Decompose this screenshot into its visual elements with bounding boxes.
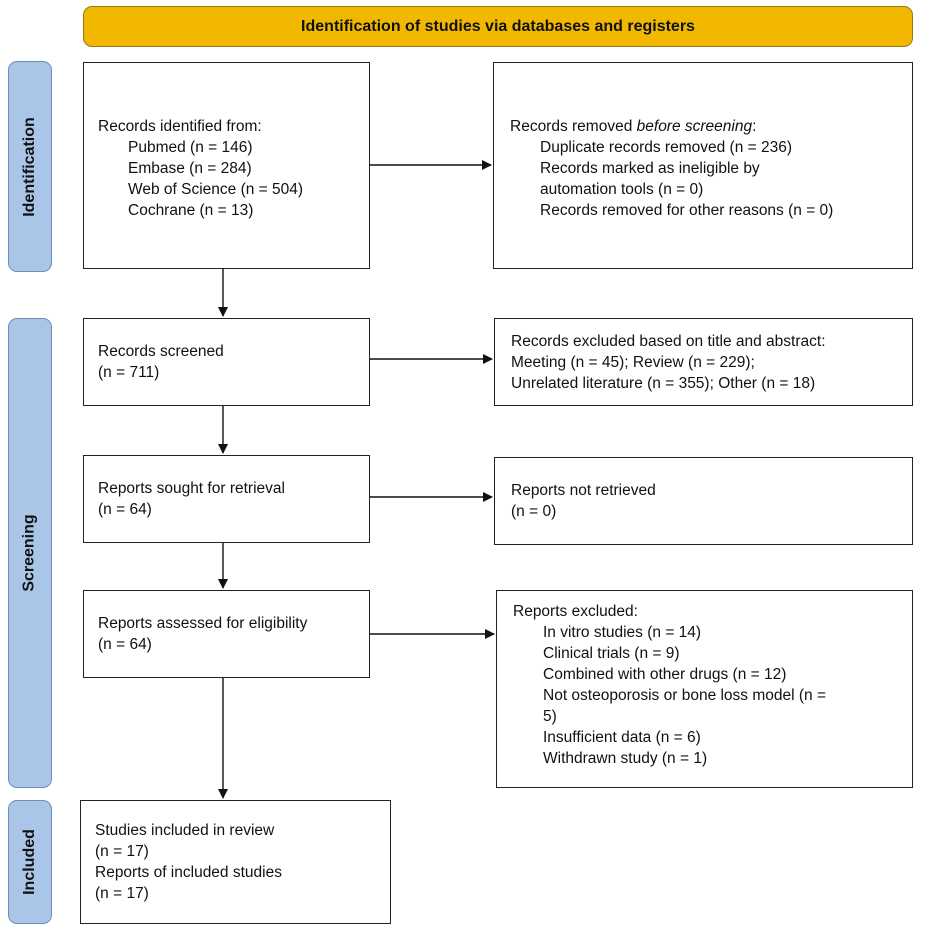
- stage-included-label: Included: [21, 829, 38, 895]
- records-identified-box: Records identified from: Pubmed (n = 146…: [83, 62, 370, 269]
- records-removed-heading: Records removed before screening:: [510, 116, 912, 137]
- studies-included-count: (n = 17): [95, 843, 149, 860]
- reports-included-count: (n = 17): [95, 885, 149, 902]
- header-title: Identification of studies via databases …: [301, 17, 695, 35]
- reports-sought-box: Reports sought for retrieval (n = 64): [83, 455, 370, 543]
- records-excluded-line2: Meeting (n = 45); Review (n = 229);: [511, 354, 755, 371]
- records-excluded-line3: Unrelated literature (n = 355); Other (n…: [511, 375, 816, 392]
- header-banner: Identification of studies via databases …: [83, 6, 913, 47]
- reports-not-retrieved-box: Reports not retrieved (n = 0): [494, 457, 913, 545]
- excluded-in-vitro: In vitro studies (n = 14): [543, 624, 702, 641]
- excluded-combined-drugs: Combined with other drugs (n = 12): [543, 666, 787, 683]
- removed-duplicates: Duplicate records removed (n = 236): [540, 139, 792, 156]
- records-removed-heading-post: :: [752, 118, 757, 135]
- source-embase: Embase (n = 284): [128, 160, 252, 177]
- records-removed-heading-em: before screening: [636, 118, 753, 135]
- reports-excluded-box: Reports excluded: In vitro studies (n = …: [496, 590, 913, 788]
- records-excluded-heading: Records excluded based on title and abst…: [511, 333, 826, 350]
- reports-not-retrieved-count: (n = 0): [511, 503, 557, 520]
- records-screened-count: (n = 711): [98, 364, 160, 381]
- studies-included-box: Studies included in review (n = 17) Repo…: [80, 800, 391, 924]
- reports-assessed-count: (n = 64): [98, 636, 152, 653]
- reports-not-retrieved-label: Reports not retrieved: [511, 482, 656, 499]
- stage-screening: Screening: [8, 318, 52, 788]
- removed-other-reasons: Records removed for other reasons (n = 0…: [540, 202, 834, 219]
- source-web-of-science: Web of Science (n = 504): [128, 181, 304, 198]
- records-screened-box: Records screened (n = 711): [83, 318, 370, 406]
- removed-ineligible-line1: Records marked as ineligible by: [540, 160, 760, 177]
- stage-identification-label: Identification: [21, 116, 38, 217]
- excluded-not-osteoporosis-line2: 5): [543, 708, 557, 725]
- stage-screening-label: Screening: [21, 514, 39, 592]
- reports-sought-label: Reports sought for retrieval: [98, 480, 285, 497]
- excluded-insufficient-data: Insufficient data (n = 6): [543, 729, 701, 746]
- records-excluded-box: Records excluded based on title and abst…: [494, 318, 913, 406]
- studies-included-label: Studies included in review: [95, 822, 275, 839]
- reports-assessed-box: Reports assessed for eligibility (n = 64…: [83, 590, 370, 678]
- records-identified-heading: Records identified from:: [98, 118, 262, 135]
- source-pubmed: Pubmed (n = 146): [128, 139, 253, 156]
- excluded-not-osteoporosis-line1: Not osteoporosis or bone loss model (n =: [543, 687, 827, 704]
- excluded-withdrawn: Withdrawn study (n = 1): [543, 750, 708, 767]
- removed-ineligible-line2: automation tools (n = 0): [540, 181, 704, 198]
- records-removed-box: Records removed before screening: Duplic…: [493, 62, 913, 269]
- records-removed-heading-pre: Records removed: [510, 118, 637, 135]
- source-cochrane: Cochrane (n = 13): [128, 202, 254, 219]
- reports-sought-count: (n = 64): [98, 501, 152, 518]
- reports-excluded-heading: Reports excluded:: [513, 603, 638, 620]
- reports-included-label: Reports of included studies: [95, 864, 282, 881]
- reports-assessed-label: Reports assessed for eligibility: [98, 615, 308, 632]
- stage-identification: Identification: [8, 61, 52, 272]
- excluded-clinical-trials: Clinical trials (n = 9): [543, 645, 680, 662]
- records-screened-label: Records screened: [98, 343, 224, 360]
- stage-included: Included: [8, 800, 52, 924]
